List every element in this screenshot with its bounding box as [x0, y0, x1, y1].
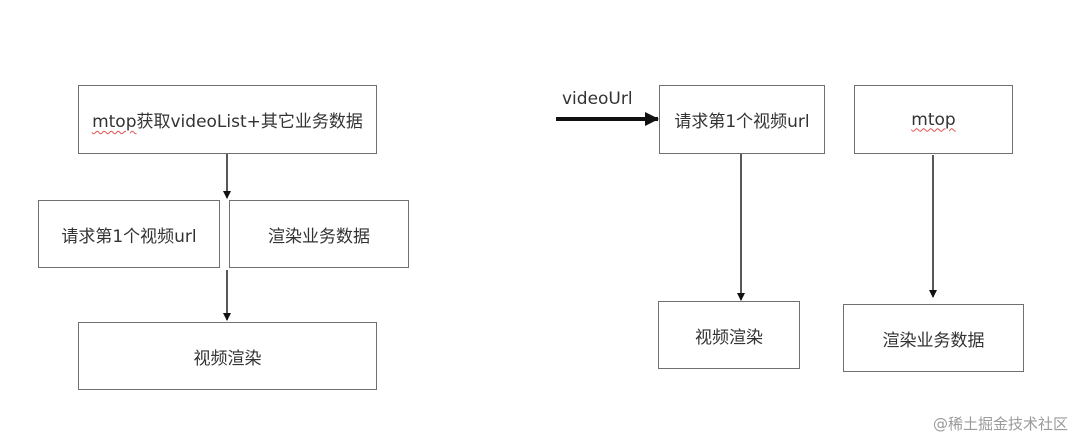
left-request-box-label: 请求第1个视频url — [61, 226, 197, 247]
watermark-text: @稀土掘金技术社区 — [932, 415, 1068, 433]
right-video-render-box: 视频渲染 — [658, 301, 800, 369]
videourl-label: videoUrl — [562, 89, 633, 109]
right-mtop-box-label: mtop — [911, 109, 956, 130]
mtop-spellcheck-text: mtop — [92, 112, 137, 132]
left-fetch-box-label: mtop获取videoList+其它业务数据 — [92, 107, 363, 132]
left-request-box: 请求第1个视频url — [38, 200, 220, 268]
right-request-box-label: 请求第1个视频url — [674, 112, 810, 132]
left-video-render-box-label: 视频渲染 — [193, 348, 262, 369]
fetch-rest-text: 获取videoList+其它业务数据 — [136, 112, 363, 132]
left-video-render-box: 视频渲染 — [78, 322, 377, 390]
left-render-data-box: 渲染业务数据 — [229, 200, 409, 268]
left-render-data-box-label: 渲染业务数据 — [268, 226, 370, 247]
right-video-render-box-label: 视频渲染 — [695, 327, 763, 348]
left-fetch-box: mtop获取videoList+其它业务数据 — [78, 85, 377, 154]
right-request-box: 请求第1个视频url — [659, 85, 825, 154]
right-render-data-box-label: 渲染业务数据 — [882, 330, 985, 351]
right-mtop-box: mtop — [854, 85, 1013, 154]
right-render-data-box: 渲染业务数据 — [843, 304, 1024, 372]
